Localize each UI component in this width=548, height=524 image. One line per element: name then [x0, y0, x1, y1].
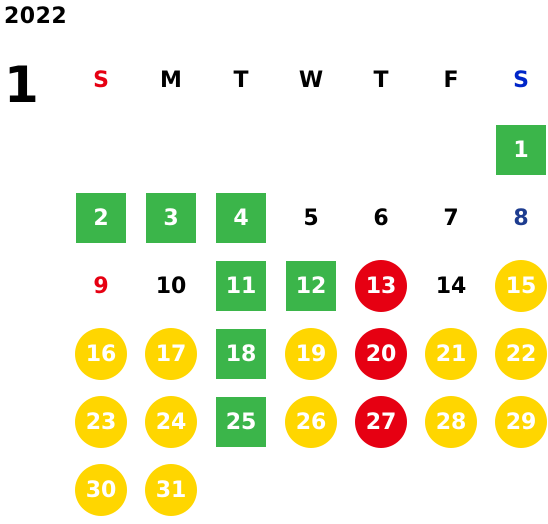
day-cell[interactable]: 29 [486, 388, 548, 456]
day-number: 17 [145, 328, 197, 380]
day-cell[interactable]: 17 [136, 320, 206, 388]
day-number: 12 [286, 261, 336, 311]
day-cell [66, 116, 136, 184]
day-cell [486, 456, 548, 524]
day-number: 25 [216, 397, 266, 447]
day-cell[interactable]: 6 [346, 184, 416, 252]
day-number: 24 [145, 396, 197, 448]
day-number: 21 [425, 328, 477, 380]
day-cell[interactable]: 15 [486, 252, 548, 320]
day-number: 5 [303, 205, 319, 231]
year-label: 2022 [4, 4, 68, 29]
day-number: 11 [216, 261, 266, 311]
week-row: 9 10 11 12 13 14 15 [66, 252, 548, 320]
day-cell[interactable]: 30 [66, 456, 136, 524]
day-number: 28 [425, 396, 477, 448]
day-cell [136, 116, 206, 184]
day-cell [206, 456, 276, 524]
day-number: 1 [496, 125, 546, 175]
day-number: 10 [155, 273, 187, 299]
day-number: 18 [216, 329, 266, 379]
day-number: 9 [93, 273, 109, 299]
day-number: 19 [285, 328, 337, 380]
weekday-sunday: S [93, 67, 109, 93]
weekday-wednesday: W [298, 67, 324, 93]
day-cell[interactable]: 31 [136, 456, 206, 524]
weekday-thursday: T [373, 67, 389, 93]
day-cell[interactable]: 1 [486, 116, 548, 184]
day-number: 30 [75, 464, 127, 516]
day-number: 13 [355, 260, 407, 312]
day-cell[interactable]: 4 [206, 184, 276, 252]
week-row: 1 [66, 116, 548, 184]
day-cell[interactable]: 25 [206, 388, 276, 456]
day-number: 7 [443, 205, 459, 231]
day-cell[interactable]: 10 [136, 252, 206, 320]
day-number: 3 [146, 193, 196, 243]
day-number: 14 [435, 273, 467, 299]
day-cell[interactable]: 12 [276, 252, 346, 320]
weekday-saturday: S [513, 67, 529, 93]
day-number: 22 [495, 328, 547, 380]
day-cell [346, 456, 416, 524]
day-cell[interactable]: 16 [66, 320, 136, 388]
day-number: 16 [75, 328, 127, 380]
day-cell[interactable]: 26 [276, 388, 346, 456]
day-cell[interactable]: 9 [66, 252, 136, 320]
day-cell[interactable]: 23 [66, 388, 136, 456]
weekday-friday: F [443, 67, 459, 93]
day-cell[interactable]: 7 [416, 184, 486, 252]
day-cell [346, 116, 416, 184]
day-number: 2 [76, 193, 126, 243]
day-number: 31 [145, 464, 197, 516]
day-cell [276, 116, 346, 184]
day-cell[interactable]: 20 [346, 320, 416, 388]
week-row: 16 17 18 19 20 21 22 [66, 320, 548, 388]
weekday-tuesday: T [233, 67, 249, 93]
day-cell[interactable]: 27 [346, 388, 416, 456]
day-number: 20 [355, 328, 407, 380]
day-number: 23 [75, 396, 127, 448]
day-number: 4 [216, 193, 266, 243]
day-cell[interactable]: 2 [66, 184, 136, 252]
day-number: 8 [513, 205, 529, 231]
week-row: 23 24 25 26 27 28 29 [66, 388, 548, 456]
day-number: 27 [355, 396, 407, 448]
day-cell [416, 116, 486, 184]
day-cell[interactable]: 11 [206, 252, 276, 320]
day-number: 6 [373, 205, 389, 231]
month-label: 1 [4, 56, 39, 114]
week-row: 30 31 [66, 456, 548, 524]
day-number: 29 [495, 396, 547, 448]
day-cell[interactable]: 24 [136, 388, 206, 456]
day-cell[interactable]: 22 [486, 320, 548, 388]
day-cell[interactable]: 19 [276, 320, 346, 388]
day-cell[interactable]: 14 [416, 252, 486, 320]
day-cell[interactable]: 18 [206, 320, 276, 388]
day-number: 15 [495, 260, 547, 312]
day-number: 26 [285, 396, 337, 448]
day-cell[interactable]: 21 [416, 320, 486, 388]
day-cell[interactable]: 5 [276, 184, 346, 252]
day-cell[interactable]: 28 [416, 388, 486, 456]
day-cell [276, 456, 346, 524]
day-cell [206, 116, 276, 184]
day-cell[interactable]: 3 [136, 184, 206, 252]
day-cell[interactable]: 8 [486, 184, 548, 252]
weekday-header-row: S M T W T F S [66, 46, 548, 116]
weekday-monday: M [160, 67, 182, 93]
day-cell[interactable]: 13 [346, 252, 416, 320]
day-cell [416, 456, 486, 524]
